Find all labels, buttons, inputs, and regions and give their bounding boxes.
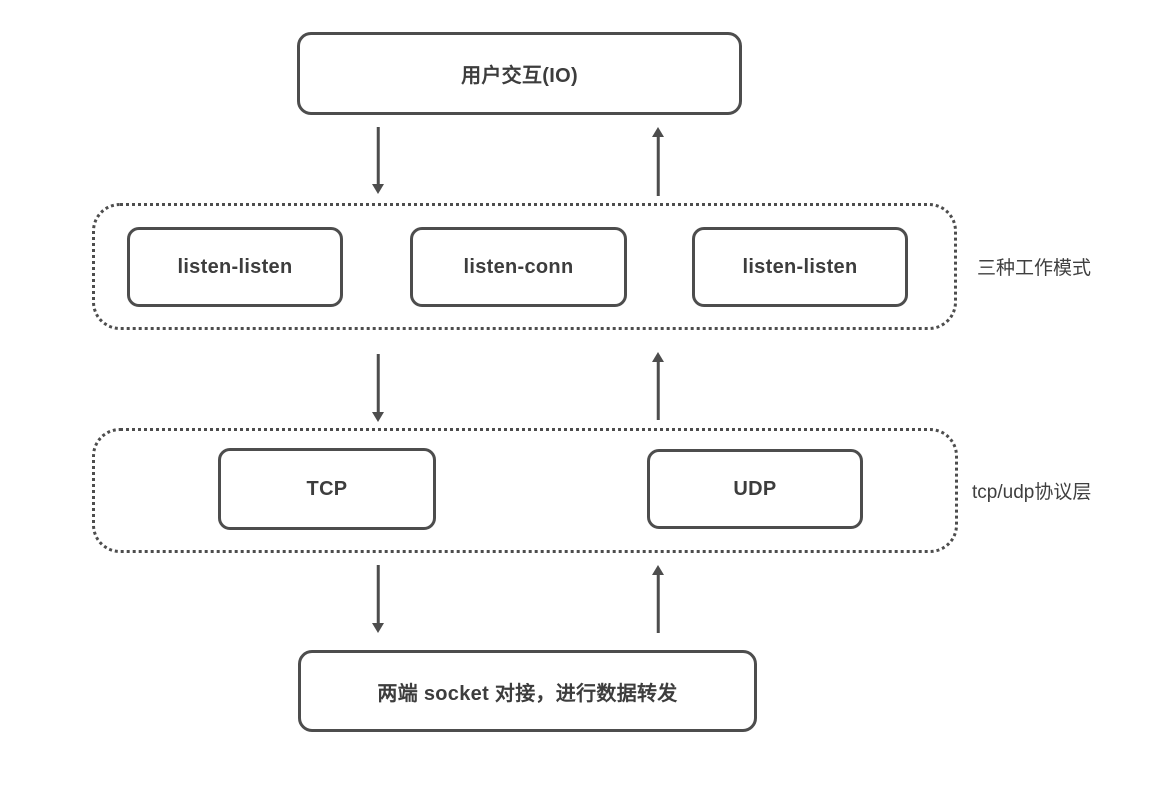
group-work-modes: listen-listen listen-conn listen-listen (92, 203, 957, 330)
node-listen-listen-1-label: listen-listen (177, 255, 293, 278)
arrow-up-modes-to-io (651, 127, 665, 196)
node-listen-conn-label: listen-conn (463, 255, 574, 278)
arrow-down-protocol-to-socket (371, 565, 385, 633)
arrow-down-modes-to-protocol (371, 354, 385, 422)
node-user-io-label: 用户交互(IO) (461, 65, 578, 87)
label-work-modes: 三种工作模式 (977, 258, 1092, 279)
group-protocol-layer: TCP UDP (92, 428, 958, 553)
label-protocol-layer: tcp/udp协议层 (972, 482, 1092, 503)
node-listen-listen-2: listen-listen (692, 227, 908, 307)
arrow-up-socket-to-protocol (651, 565, 665, 633)
node-udp-label: UDP (733, 477, 777, 500)
arrow-up-protocol-to-modes (651, 352, 665, 420)
node-listen-conn: listen-conn (410, 227, 627, 307)
node-socket-forward: 两端 socket 对接，进行数据转发 (298, 650, 757, 732)
arrow-down-io-to-modes (371, 127, 385, 194)
node-listen-listen-1: listen-listen (127, 227, 343, 307)
node-user-io: 用户交互(IO) (297, 32, 742, 115)
node-socket-forward-label: 两端 socket 对接，进行数据转发 (377, 682, 678, 705)
node-tcp-label: TCP (306, 477, 348, 500)
node-listen-listen-2-label: listen-listen (742, 255, 858, 278)
node-tcp: TCP (218, 448, 436, 530)
node-udp: UDP (647, 449, 863, 529)
